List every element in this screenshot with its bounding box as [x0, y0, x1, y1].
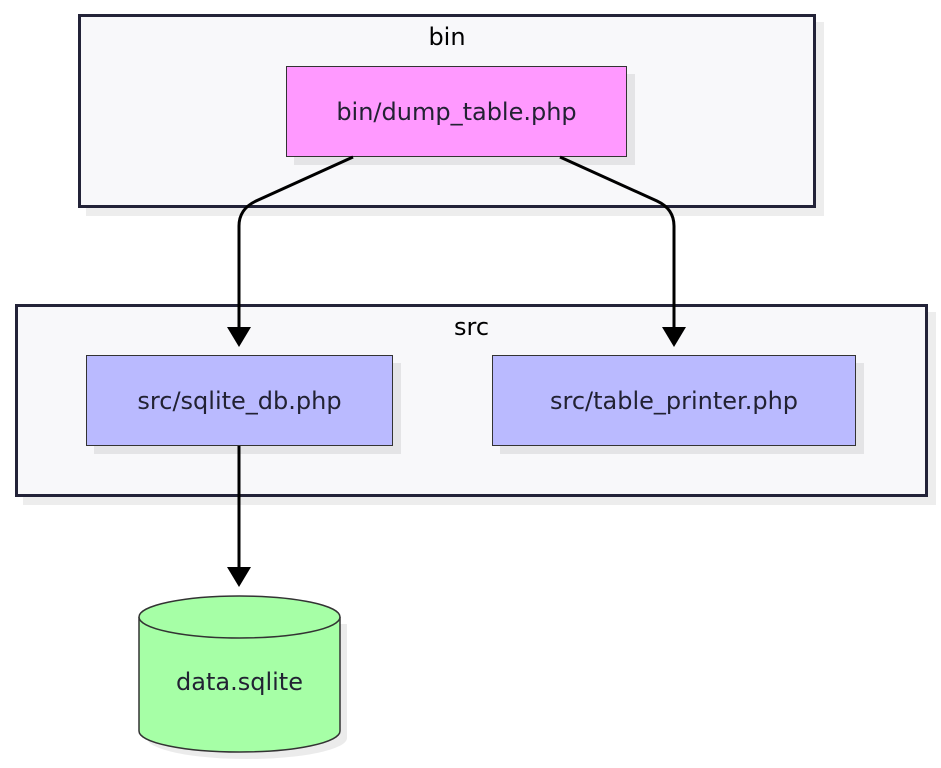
edge-dump-table-to-sqlite-db: [237, 155, 354, 332]
node-table-printer[interactable]: src/table_printer.php: [492, 355, 856, 446]
arrowhead-table-printer: [662, 327, 686, 347]
node-sqlite-db[interactable]: src/sqlite_db.php: [86, 355, 393, 446]
database-icon: [138, 617, 341, 753]
node-table-printer-label: src/table_printer.php: [549, 386, 799, 415]
node-data-sqlite-label: data.sqlite: [176, 668, 303, 696]
edge-dump-table-to-table-printer: [559, 155, 676, 332]
arrowhead-sqlite-db: [227, 327, 251, 347]
node-dump-table-label: bin/dump_table.php: [336, 97, 577, 126]
group-bin-title: bin: [428, 23, 466, 51]
group-src-title: src: [453, 313, 490, 341]
arrowhead-data-sqlite: [227, 567, 251, 587]
node-sqlite-db-label: src/sqlite_db.php: [137, 386, 342, 415]
database-top: [138, 595, 341, 639]
node-dump-table[interactable]: bin/dump_table.php: [286, 66, 627, 157]
node-data-sqlite[interactable]: [138, 595, 341, 753]
